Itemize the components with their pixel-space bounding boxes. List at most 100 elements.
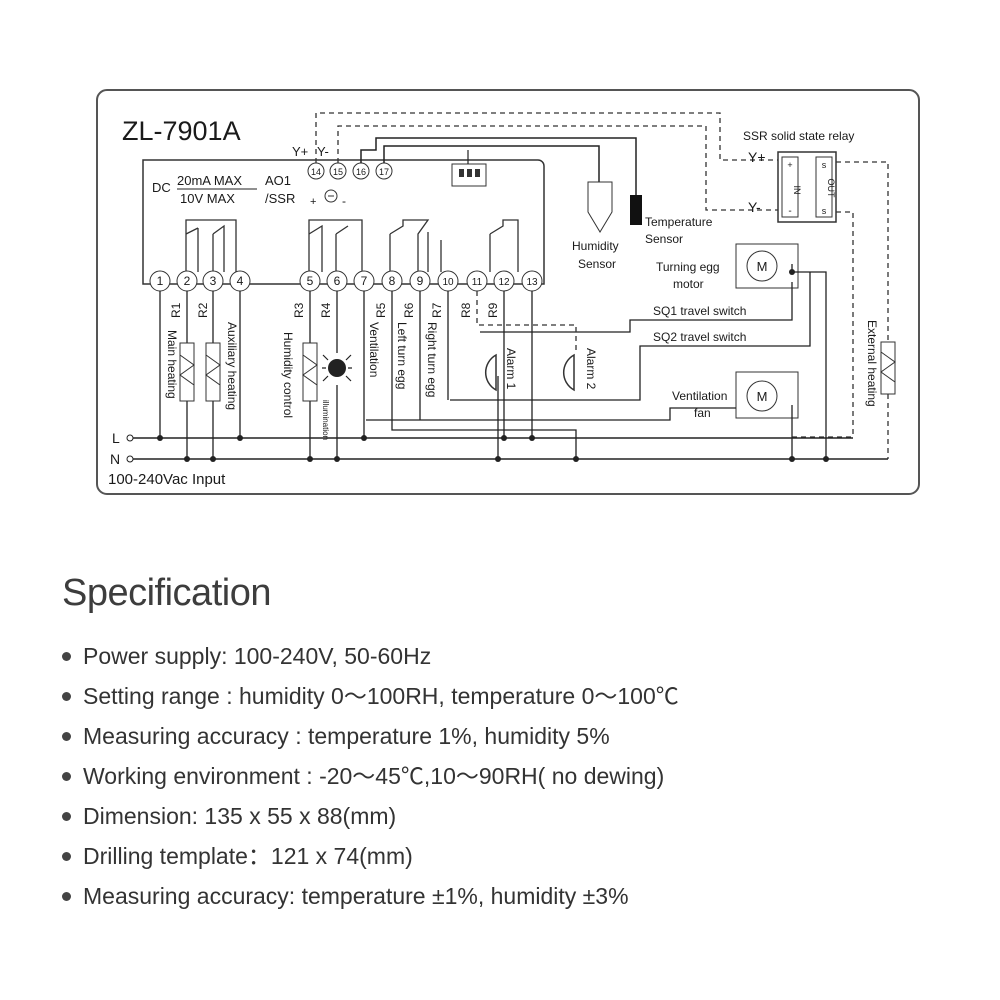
dc-prefix: DC: [152, 180, 171, 195]
temperature-sensor-icon: [630, 195, 642, 225]
fan-label-2: fan: [694, 406, 711, 420]
y-minus-top: Y-: [317, 144, 329, 159]
diagram-frame: [96, 89, 920, 495]
terminal-4-label: 4: [237, 274, 244, 288]
spec-item-setting-range: Setting range : humidity 0～100RH, temper…: [62, 676, 679, 716]
ssr-relay: [777, 151, 837, 223]
l-label: L: [112, 430, 120, 446]
terminal-2-label: 2: [184, 274, 191, 288]
left-turn-label: Left turn egg: [395, 322, 409, 389]
ssr-in: IN: [792, 186, 802, 195]
ssr-minus: -: [788, 206, 791, 217]
ao-plus: +: [310, 196, 316, 208]
spec-item-power-supply: Power supply: 100-240V, 50-60Hz: [62, 636, 679, 676]
spec-item-measuring-accuracy: Measuring accuracy : temperature 1%, hum…: [62, 716, 679, 756]
relay-r5: R5: [374, 302, 388, 318]
humidity-sensor-label-2: Sensor: [578, 257, 616, 271]
ssr-y-plus: Y+: [748, 149, 766, 165]
ao-minus: -: [342, 194, 346, 208]
terminal-8-label: 8: [389, 274, 396, 288]
temperature-sensor-label-2: Sensor: [645, 232, 683, 246]
terminal-15-label: 15: [333, 167, 343, 177]
alarm2-icon: [562, 353, 575, 392]
external-heating-label: External heating: [865, 320, 879, 407]
aux-heating-element: [205, 342, 221, 402]
relay-r9: R9: [486, 302, 500, 318]
terminal-16-label: 16: [356, 167, 366, 177]
bottom-terminals: [149, 270, 543, 292]
spec-text: Working environment : -20～45℃,10～90RH( n…: [83, 763, 665, 789]
dc-current-limit: 20mA MAX: [177, 173, 242, 188]
relay-contacts: [185, 219, 519, 272]
bullet-icon: [62, 731, 71, 741]
illumination-label: illumination: [321, 400, 330, 440]
ventilation-label: Ventilation: [367, 322, 381, 377]
relay-r4: R4: [319, 302, 333, 318]
terminal-10-label: 10: [442, 277, 454, 288]
wiring-diagram: ZL-7901A DC 20mA MAX 10V MAX AO1 /SSR + …: [96, 89, 920, 495]
spec-text: Measuring accuracy: temperature ±1%, hum…: [83, 883, 629, 909]
terminal-11-label: 11: [472, 277, 483, 288]
humidity-sensor-label-1: Humidity: [572, 239, 619, 253]
sq2-label: SQ2 travel switch: [653, 330, 746, 344]
spec-item-dimension: Dimension: 135 x 55 x 88(mm): [62, 796, 679, 836]
y-plus-top: Y+: [292, 144, 308, 159]
relay-r2: R2: [196, 302, 210, 318]
relay-r8: R8: [459, 302, 473, 318]
bullet-icon: [62, 891, 71, 901]
model-title: ZL-7901A: [122, 116, 241, 146]
bullet-icon: [62, 771, 71, 781]
dc-voltage-limit: 10V MAX: [180, 191, 235, 206]
alarm1-icon: [484, 353, 497, 392]
motor-label-1: Turning egg: [656, 260, 720, 274]
lamp-icon: [322, 354, 352, 382]
bullet-icon: [62, 811, 71, 821]
spec-text: Setting range : humidity 0～100RH, temper…: [83, 683, 679, 709]
ssr-plus: +: [787, 160, 792, 170]
terminal-7-label: 7: [361, 274, 368, 288]
right-turn-label: Right turn egg: [425, 322, 439, 397]
motor-label-2: motor: [673, 277, 704, 291]
sq1-label: SQ1 travel switch: [653, 304, 746, 318]
terminal-17-label: 17: [379, 167, 389, 177]
main-heating-element: [179, 342, 195, 402]
terminal-5-label: 5: [307, 274, 314, 288]
relay-r1: R1: [169, 302, 183, 318]
ao1-label: AO1: [265, 173, 291, 188]
fan-symbol: M: [757, 389, 768, 404]
temperature-sensor-label-1: Temperature: [645, 215, 713, 229]
spec-text: Drilling template：121 x 74(mm): [83, 843, 413, 869]
terminal-14-label: 14: [311, 167, 321, 177]
ssr-label: /SSR: [265, 191, 295, 206]
main-heating-label: Main heating: [165, 330, 179, 399]
terminal-6-label: 6: [334, 274, 341, 288]
spec-item-measuring-accuracy-2: Measuring accuracy: temperature ±1%, hum…: [62, 876, 679, 916]
n-label: N: [110, 451, 120, 467]
top-terminals: 14 15 16 17: [307, 162, 393, 180]
motor-symbol: M: [757, 259, 768, 274]
specification-title: Specification: [62, 572, 271, 614]
relay-r3: R3: [292, 302, 306, 318]
alarm1-label: Alarm 1: [504, 348, 518, 390]
bullet-icon: [62, 851, 71, 861]
bullet-icon: [62, 651, 71, 661]
spec-item-drilling-template: Drilling template：121 x 74(mm): [62, 836, 679, 876]
sensor-connector: [451, 163, 487, 187]
relay-r6: R6: [402, 302, 416, 318]
humidity-element: [302, 342, 318, 402]
alarm2-label: Alarm 2: [584, 348, 598, 390]
humidity-control-label: Humidity control: [281, 332, 295, 418]
terminal-9-label: 9: [417, 274, 424, 288]
spec-text: Measuring accuracy : temperature 1%, hum…: [83, 723, 610, 749]
terminal-12-label: 12: [498, 277, 510, 288]
power-input-label: 100-240Vac Input: [108, 471, 226, 488]
ssr-s1: s: [822, 160, 827, 170]
ssr-out: OUT: [826, 179, 836, 199]
ssr-s2: s: [822, 206, 827, 216]
external-heating-element: [880, 341, 896, 395]
spec-text: Power supply: 100-240V, 50-60Hz: [83, 643, 432, 669]
spec-item-working-environment: Working environment : -20～45℃,10～90RH( n…: [62, 756, 679, 796]
bullet-icon: [62, 691, 71, 701]
ssr-title: SSR solid state relay: [743, 129, 854, 143]
spec-text: Dimension: 135 x 55 x 88(mm): [83, 803, 397, 829]
